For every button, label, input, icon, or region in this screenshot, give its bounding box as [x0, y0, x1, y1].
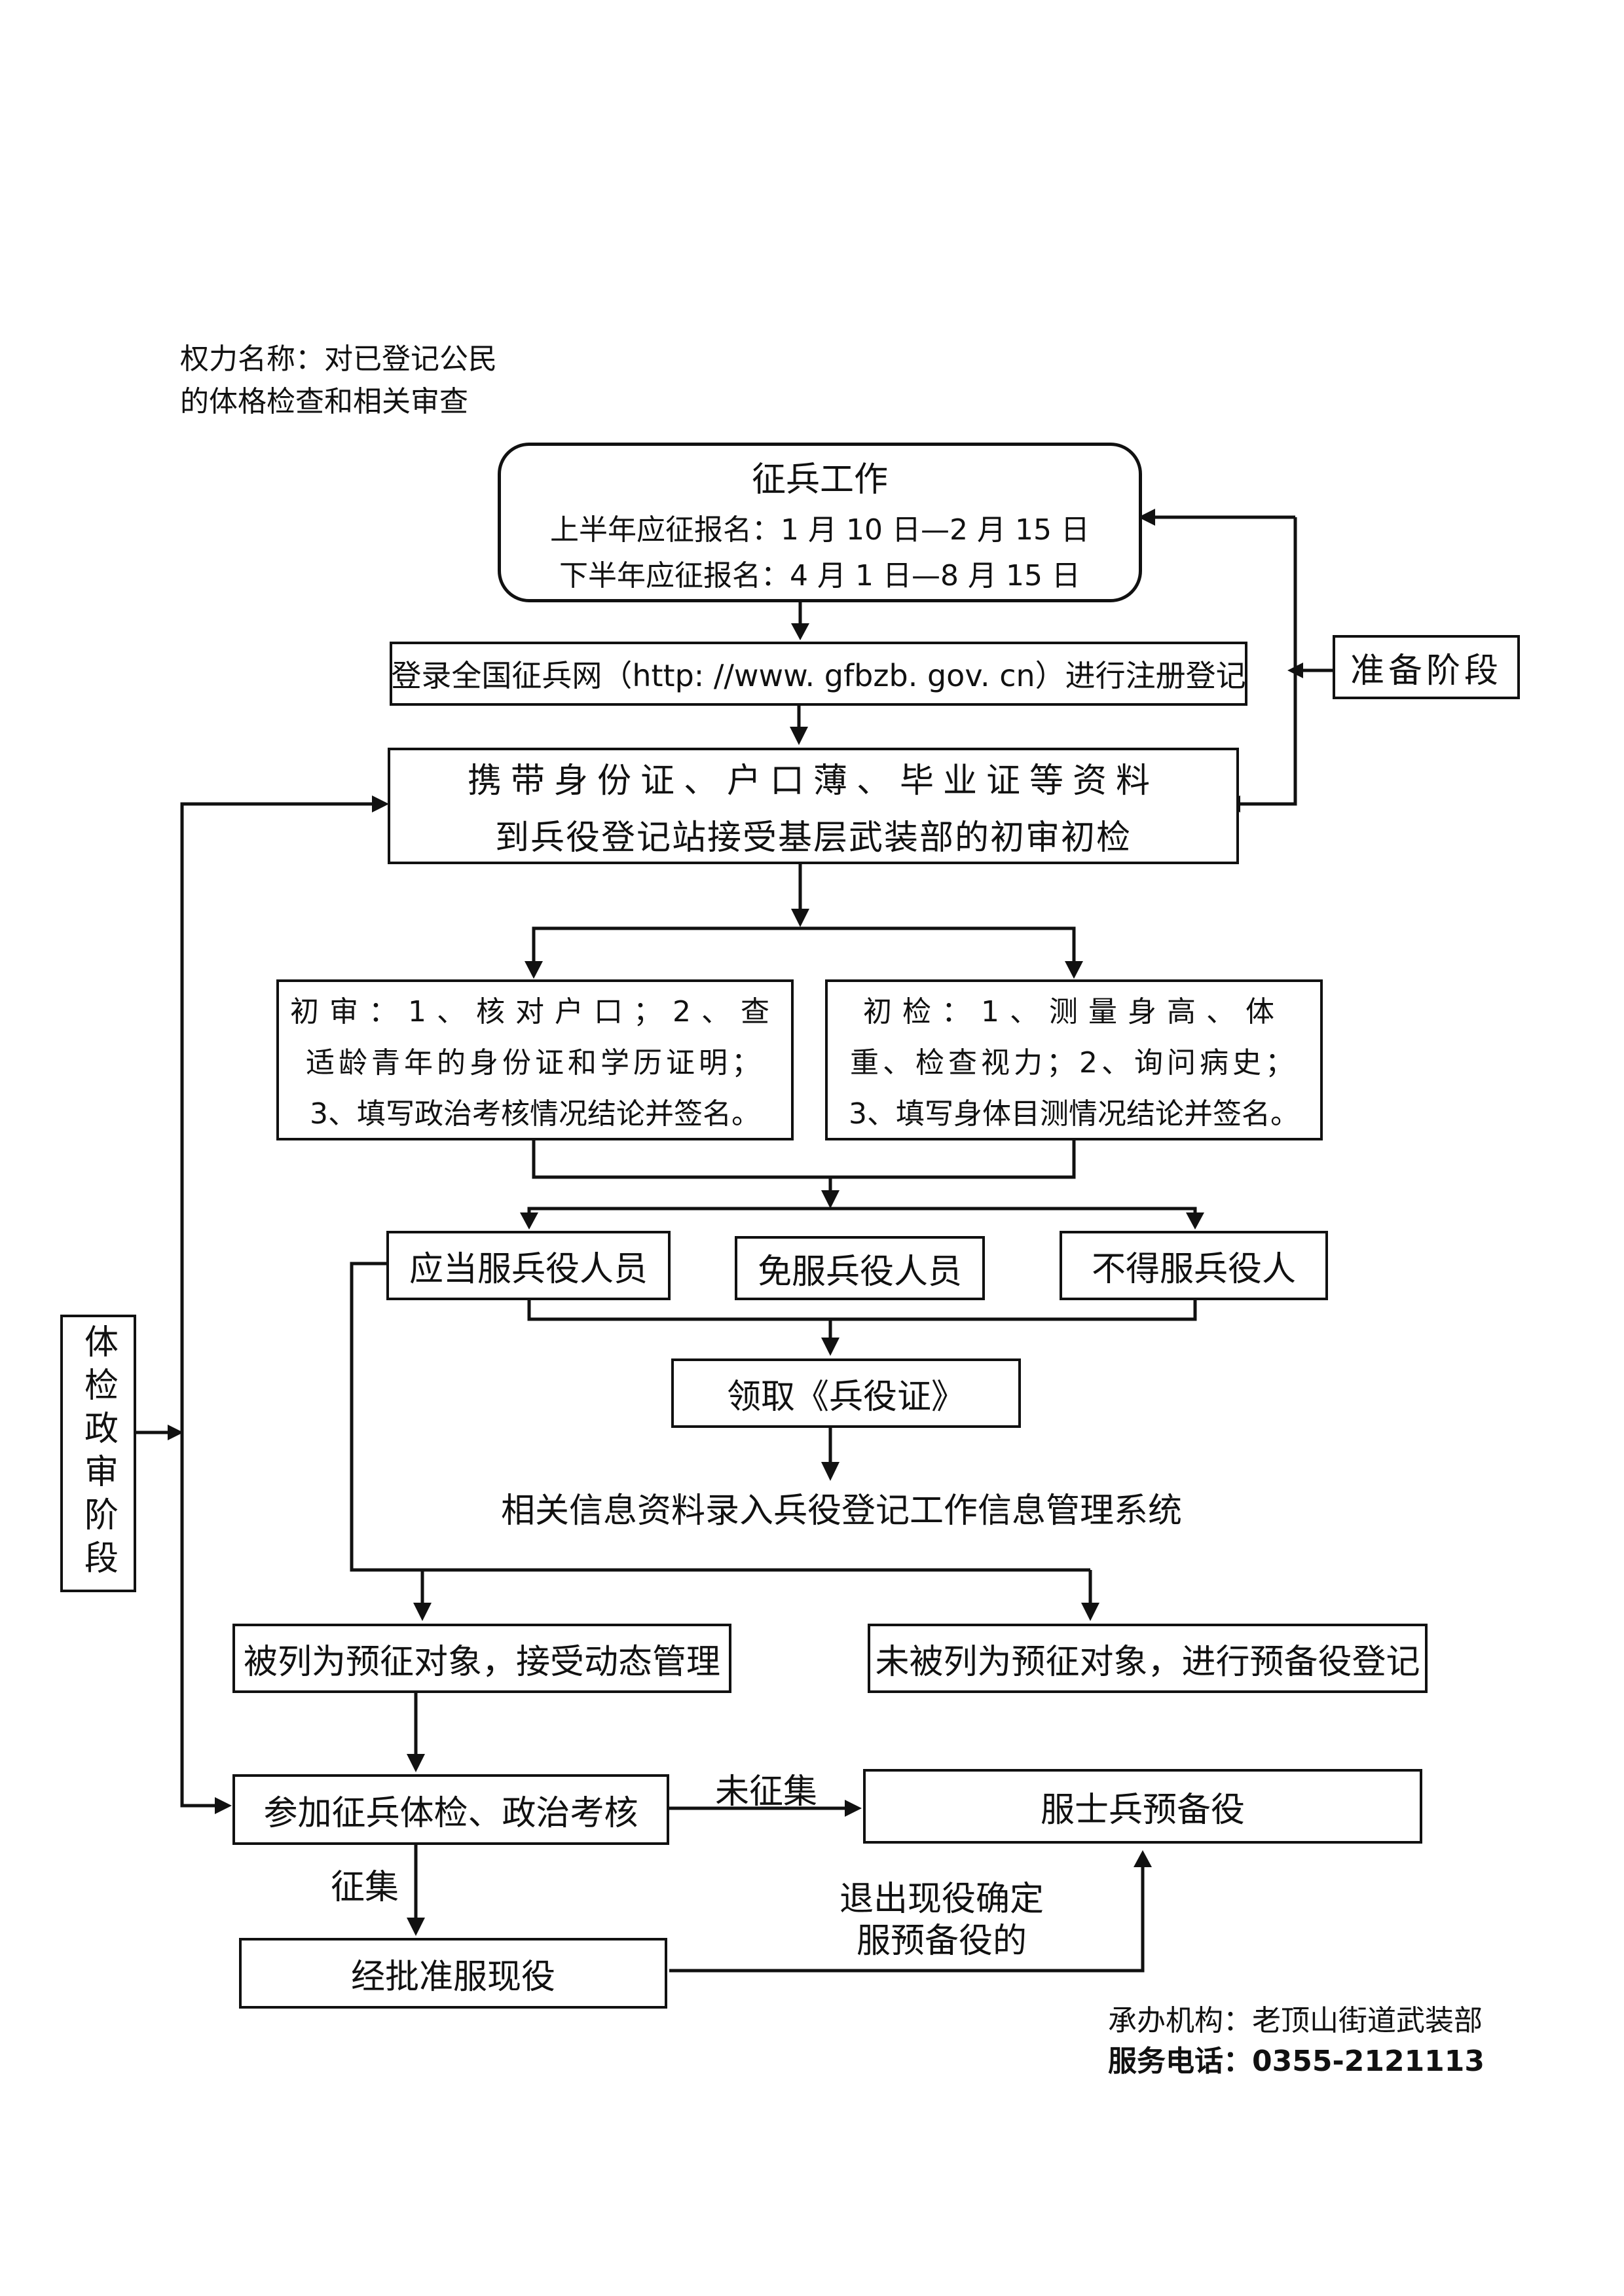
footer-phone: 服务电话：0355-2121113 [1108, 2045, 1485, 2078]
check-line2: 重、检查视力；2、询问病史； [850, 1046, 1298, 1080]
node-not-allowed: 不得服兵役人 [1060, 1231, 1328, 1300]
node-second-half: 下半年应征报名：4 月 1 日—8 月 15 日 [559, 558, 1080, 592]
reserve-text: 服士兵预备役 [1040, 1790, 1245, 1830]
node-preliminary-review: 初审：1、核对户口；2、查 适龄青年的身份证和学历证明； 3、填写政治考核情况结… [276, 979, 794, 1140]
review-line2: 适龄青年的身份证和学历证明； [306, 1046, 764, 1080]
node-register-text: 登录全国征兵网（http: //www. gfbzb. gov. cn）进行注册… [391, 658, 1246, 693]
arrowhead [1186, 1212, 1204, 1230]
check-line1: 初检：1、测量身高、体 [863, 995, 1285, 1029]
node-get-certificate: 领取《兵役证》 [671, 1358, 1021, 1428]
not-listed-text: 未被列为预征对象，进行预备役登记 [875, 1642, 1420, 1682]
arrowhead [215, 1797, 232, 1814]
review-line3: 3、填写政治考核情况结论并签名。 [310, 1097, 760, 1131]
physical-exam-text: 参加征兵体检、政治考核 [263, 1793, 638, 1833]
edge-should-serve-loop [350, 1262, 1090, 1572]
edge-category-bar [527, 1207, 1197, 1219]
edge-prep-loop [1232, 517, 1297, 806]
edge-approved-reserve [669, 1859, 1145, 1973]
edge-split-bar [532, 926, 1076, 969]
prep-stage-text: 准备阶段 [1350, 651, 1502, 691]
check-line3: 3、填写身体目测情况结论并签名。 [849, 1097, 1299, 1131]
review-line1: 初审：1、核对户口；2、查 [290, 995, 780, 1029]
label-exam-stage: 体检政审阶段 [60, 1315, 136, 1592]
arrowhead [525, 961, 543, 979]
node-bring-materials: 携带身份证、户口薄、毕业证等资料 到兵役登记站接受基层武装部的初审初检 [388, 748, 1239, 864]
arrowhead [1287, 663, 1303, 678]
exempt-text: 免服兵役人员 [757, 1252, 962, 1292]
label-not-drafted: 未征集 [715, 1772, 818, 1812]
arrowhead [1134, 1850, 1152, 1867]
arrowhead [845, 1800, 862, 1817]
arrowhead [791, 623, 809, 640]
arrowhead [1138, 509, 1155, 526]
arrowhead [520, 1212, 538, 1230]
materials-line1: 携带身份证、户口薄、毕业证等资料 [467, 761, 1159, 801]
edge-exam-loop [180, 802, 380, 1808]
node-exempt: 免服兵役人员 [735, 1236, 985, 1300]
label-retire-line2: 服预备役的 [857, 1922, 1027, 1961]
label-prep-stage: 准备阶段 [1333, 635, 1520, 699]
node-recruitment-work: 征兵工作 上半年应征报名：1 月 10 日—2 月 15 日 下半年应征报名：4… [498, 443, 1142, 602]
arrowhead [791, 909, 809, 927]
node-listed: 被列为预征对象，接受动态管理 [232, 1624, 731, 1693]
power-name-line2: 的体格检查和相关审查 [180, 385, 468, 418]
not-allowed-text: 不得服兵役人 [1091, 1249, 1296, 1289]
edge-category-bottom [527, 1300, 1197, 1321]
exam-stage-text: 体检政审阶段 [78, 1324, 118, 1583]
arrowhead [790, 727, 808, 745]
node-preliminary-check: 初检：1、测量身高、体 重、检查视力；2、询问病史； 3、填写身体目测情况结论并… [825, 979, 1323, 1140]
materials-line2: 到兵役登记站接受基层武装部的初审初检 [494, 818, 1132, 858]
node-title: 征兵工作 [751, 460, 888, 500]
edge-merge-bar [532, 1139, 1076, 1179]
label-retire-line1: 退出现役确定 [840, 1880, 1044, 1919]
arrowhead [413, 1603, 432, 1621]
arrowhead [821, 1338, 840, 1356]
label-drafted: 征集 [331, 1868, 399, 1907]
get-cert-text: 领取《兵役证》 [726, 1377, 965, 1417]
node-online-register: 登录全国征兵网（http: //www. gfbzb. gov. cn）进行注册… [390, 642, 1247, 706]
node-reserve: 服士兵预备役 [863, 1769, 1422, 1844]
node-not-listed: 未被列为预征对象，进行预备役登记 [868, 1624, 1428, 1693]
node-should-serve: 应当服兵役人员 [386, 1231, 671, 1300]
should-serve-text: 应当服兵役人员 [409, 1249, 648, 1289]
arrowhead [407, 1918, 425, 1936]
node-approved: 经批准服现役 [239, 1938, 667, 2009]
arrowhead [821, 1190, 840, 1209]
listed-text: 被列为预征对象，接受动态管理 [243, 1642, 720, 1682]
info-entry-text: 相关信息资料录入兵役登记工作信息管理系统 [501, 1491, 1183, 1531]
arrowhead [372, 795, 389, 812]
power-name-line1: 权力名称：对已登记公民 [180, 342, 497, 376]
arrowhead [168, 1425, 183, 1440]
arrowhead [1065, 961, 1083, 979]
arrowhead [821, 1462, 840, 1481]
node-physical-exam: 参加征兵体检、政治考核 [232, 1774, 669, 1845]
node-first-half: 上半年应征报名：1 月 10 日—2 月 15 日 [550, 513, 1090, 547]
approved-text: 经批准服现役 [350, 1957, 555, 1997]
footer-agency: 承办机构：老顶山街道武装部 [1108, 2004, 1483, 2037]
arrowhead [1081, 1603, 1099, 1621]
arrowhead [407, 1754, 425, 1772]
